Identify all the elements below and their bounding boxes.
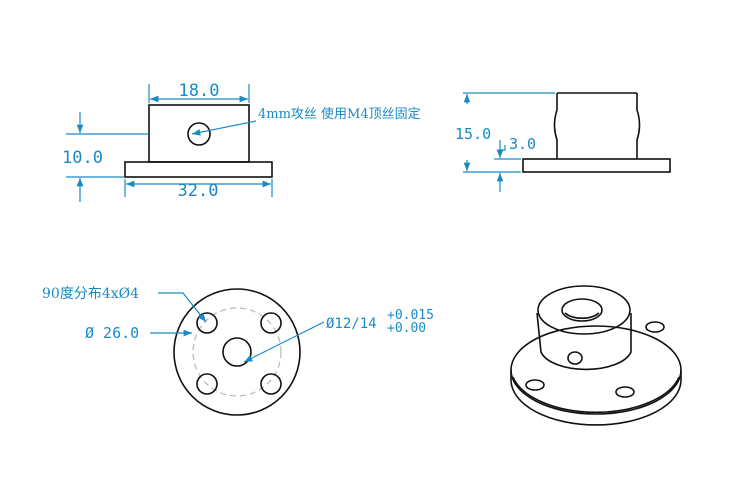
mount-hole: [260, 373, 282, 395]
pitch-circle: [192, 307, 282, 397]
flange-outline: [522, 158, 671, 173]
bore-leader: [243, 321, 325, 363]
hub-right-edge: [636, 93, 641, 159]
iso-mount-hole: [525, 379, 545, 391]
hub-outline: [148, 104, 250, 163]
flange-outline: [124, 161, 273, 178]
mount-hole: [196, 373, 218, 395]
dim-total-height: 15.0: [455, 125, 491, 143]
flange-side: [510, 370, 682, 426]
flange-chamfer: [512, 376, 680, 414]
top-view: 90度分布4xØ4 Ø 26.0 Ø12/14 +0.015 +0.00: [42, 286, 434, 416]
iso-set-screw-hole: [567, 351, 583, 365]
hole-pattern-note: 90度分布4xØ4: [42, 286, 139, 302]
dim-flange-thickness: 3.0: [509, 135, 536, 153]
flange-circle: [173, 288, 301, 416]
bore-inner-edge: [564, 312, 600, 319]
mount-hole: [196, 312, 218, 334]
pcd-label: Ø 26.0: [85, 324, 139, 342]
hub-top: [537, 285, 631, 335]
bore-tol-upper: +0.015: [387, 308, 434, 323]
flange-top: [510, 325, 682, 415]
dimension-leader: [500, 145, 506, 151]
bore-tol-lower: +0.00: [387, 321, 426, 336]
front-view: 18.0 32.0 10.0 4mm攻丝 使用M4顶丝固定: [62, 81, 421, 202]
hub-left-edge: [553, 93, 558, 159]
side-view: 15.0 3.0: [455, 92, 671, 192]
center-bore: [222, 337, 252, 367]
mount-hole: [260, 312, 282, 334]
hole-pattern-leader: [158, 292, 207, 323]
dim-base-width: 32.0: [178, 181, 219, 201]
isometric-view: [510, 285, 682, 426]
iso-bore: [561, 298, 603, 322]
hub-body: [536, 312, 632, 371]
tapping-note: 4mm攻丝 使用M4顶丝固定: [258, 106, 421, 122]
iso-mount-hole: [615, 386, 635, 398]
dim-top-width: 18.0: [179, 81, 220, 101]
bore-label: Ø12/14: [326, 316, 377, 332]
set-screw-hole: [187, 122, 211, 146]
note-leader: [191, 120, 257, 136]
dim-height: 10.0: [62, 148, 103, 168]
iso-mount-hole: [645, 321, 665, 333]
